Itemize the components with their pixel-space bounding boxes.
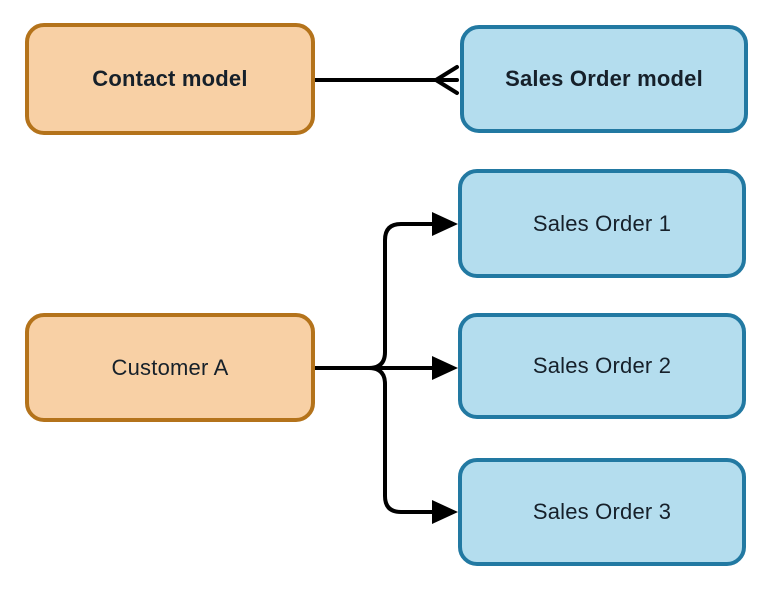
node-customer-a-label: Customer A <box>111 354 229 380</box>
node-sales-order-2-label: Sales Order 2 <box>532 353 672 378</box>
node-sales-order-3-label: Sales Order 3 <box>532 499 672 524</box>
node-customer-a: Customer A <box>25 313 315 422</box>
node-sales-order-1: Sales Order 1 <box>458 169 746 278</box>
branch-line-top <box>367 222 435 370</box>
node-contact-model-label: Contact model <box>92 66 248 91</box>
node-sales-order-model: Sales Order model <box>460 25 748 133</box>
node-sales-order-3: Sales Order 3 <box>458 458 746 566</box>
branch-line-bottom <box>367 366 435 514</box>
crow-foot-many-icon <box>434 65 459 95</box>
node-sales-order-2: Sales Order 2 <box>458 313 746 419</box>
arrowhead-sales-order-2-icon <box>432 356 458 380</box>
node-contact-model: Contact model <box>25 23 315 135</box>
arrowhead-sales-order-1-icon <box>432 212 458 236</box>
node-sales-order-model-label: Sales Order model <box>505 66 703 91</box>
arrowhead-sales-order-3-icon <box>432 500 458 524</box>
node-sales-order-1-label: Sales Order 1 <box>532 210 672 236</box>
